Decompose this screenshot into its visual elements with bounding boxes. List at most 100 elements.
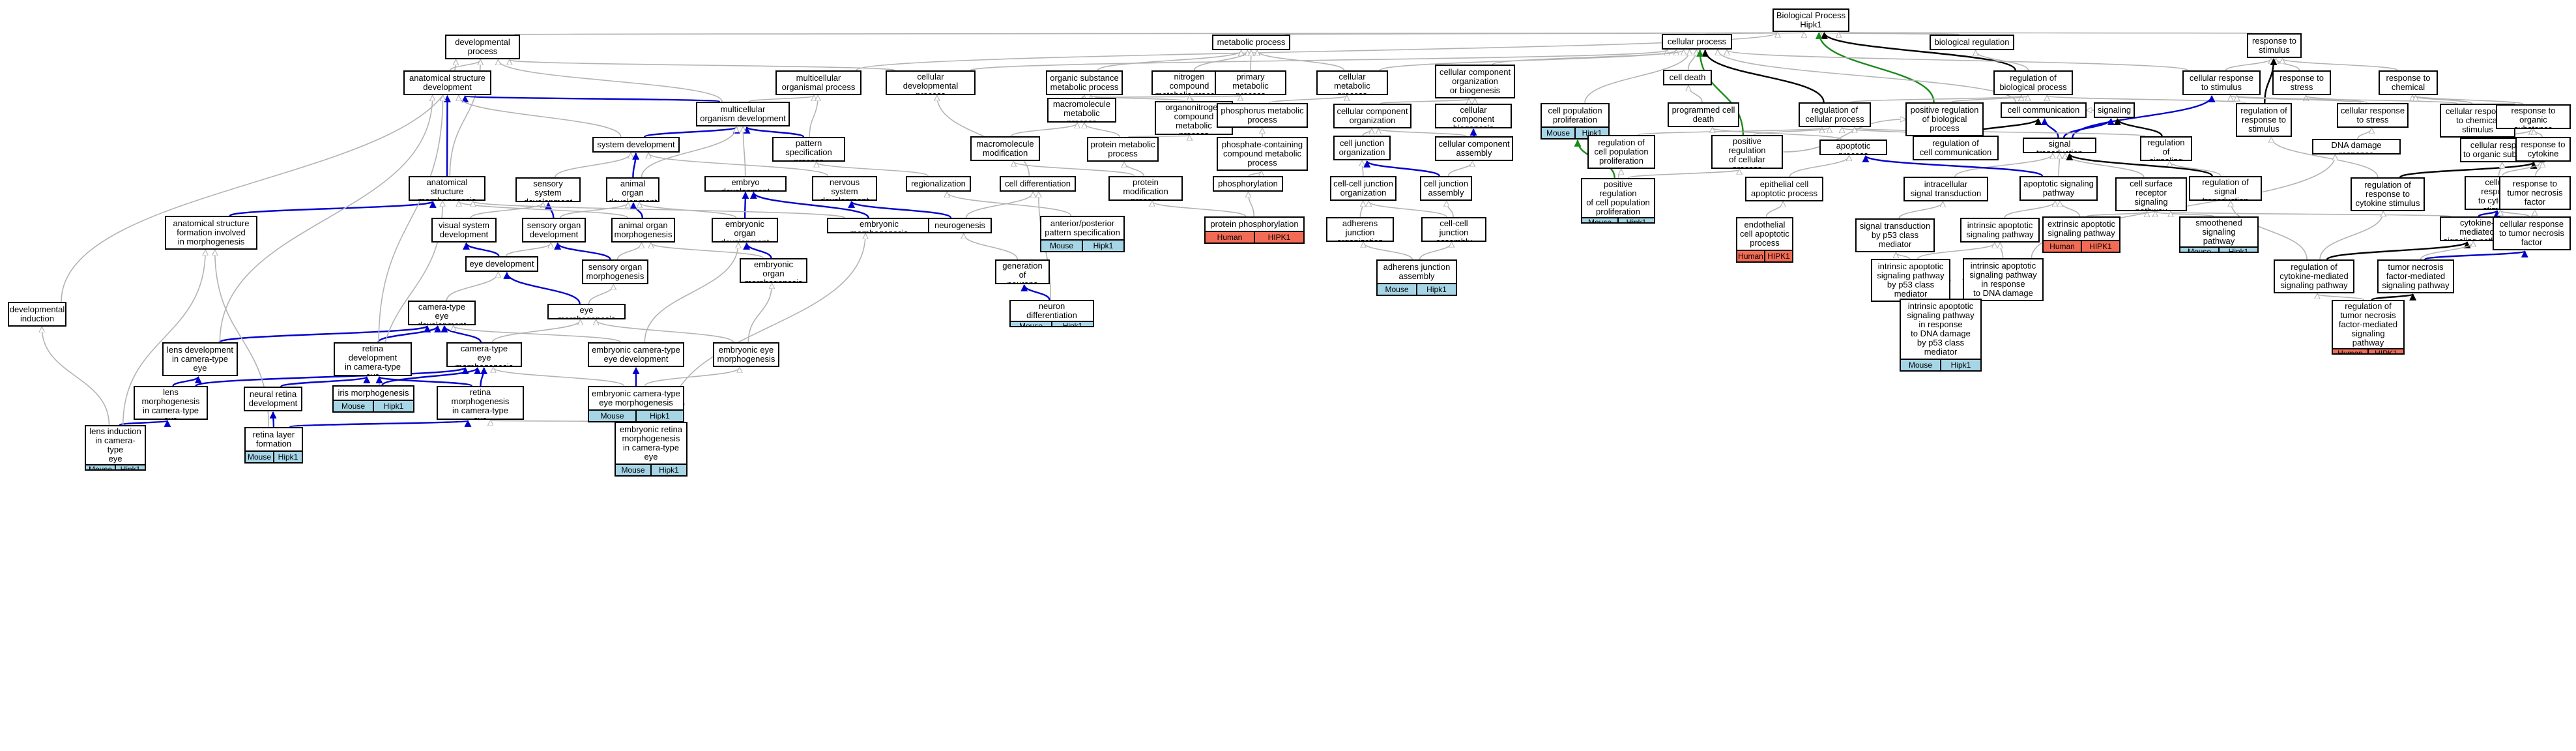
- go-term-sysdev[interactable]: system development: [592, 137, 680, 153]
- go-term-dnadamage[interactable]: DNA damage response: [2312, 139, 2401, 155]
- go-term-phosphorylation[interactable]: phosphorylation: [1213, 176, 1283, 192]
- go-term-metab[interactable]: metabolic process: [1212, 35, 1290, 50]
- go-term-celldiff[interactable]: cell differentiation: [1000, 176, 1076, 192]
- go-term-embdev[interactable]: embryo development: [704, 176, 787, 192]
- go-term-bioreg[interactable]: biological regulation: [1930, 35, 2014, 50]
- go-term-cellproc[interactable]: cellular process: [1662, 34, 1732, 50]
- go-term-eyedev[interactable]: eye development: [465, 256, 538, 272]
- go-term-apoptotic[interactable]: apoptotic process: [1819, 140, 1887, 155]
- go-term-sigtrans[interactable]: signal transduction: [2023, 138, 2096, 153]
- go-term-celldeath[interactable]: cell death: [1663, 70, 1712, 85]
- go-term-eyemorph[interactable]: eye morphogenesis: [547, 304, 626, 319]
- go-term-regionalization[interactable]: regionalization: [906, 176, 971, 192]
- go-term-neurogenesis[interactable]: neurogenesis: [928, 218, 992, 233]
- go-term-cellcomm[interactable]: cell communication: [2001, 102, 2087, 118]
